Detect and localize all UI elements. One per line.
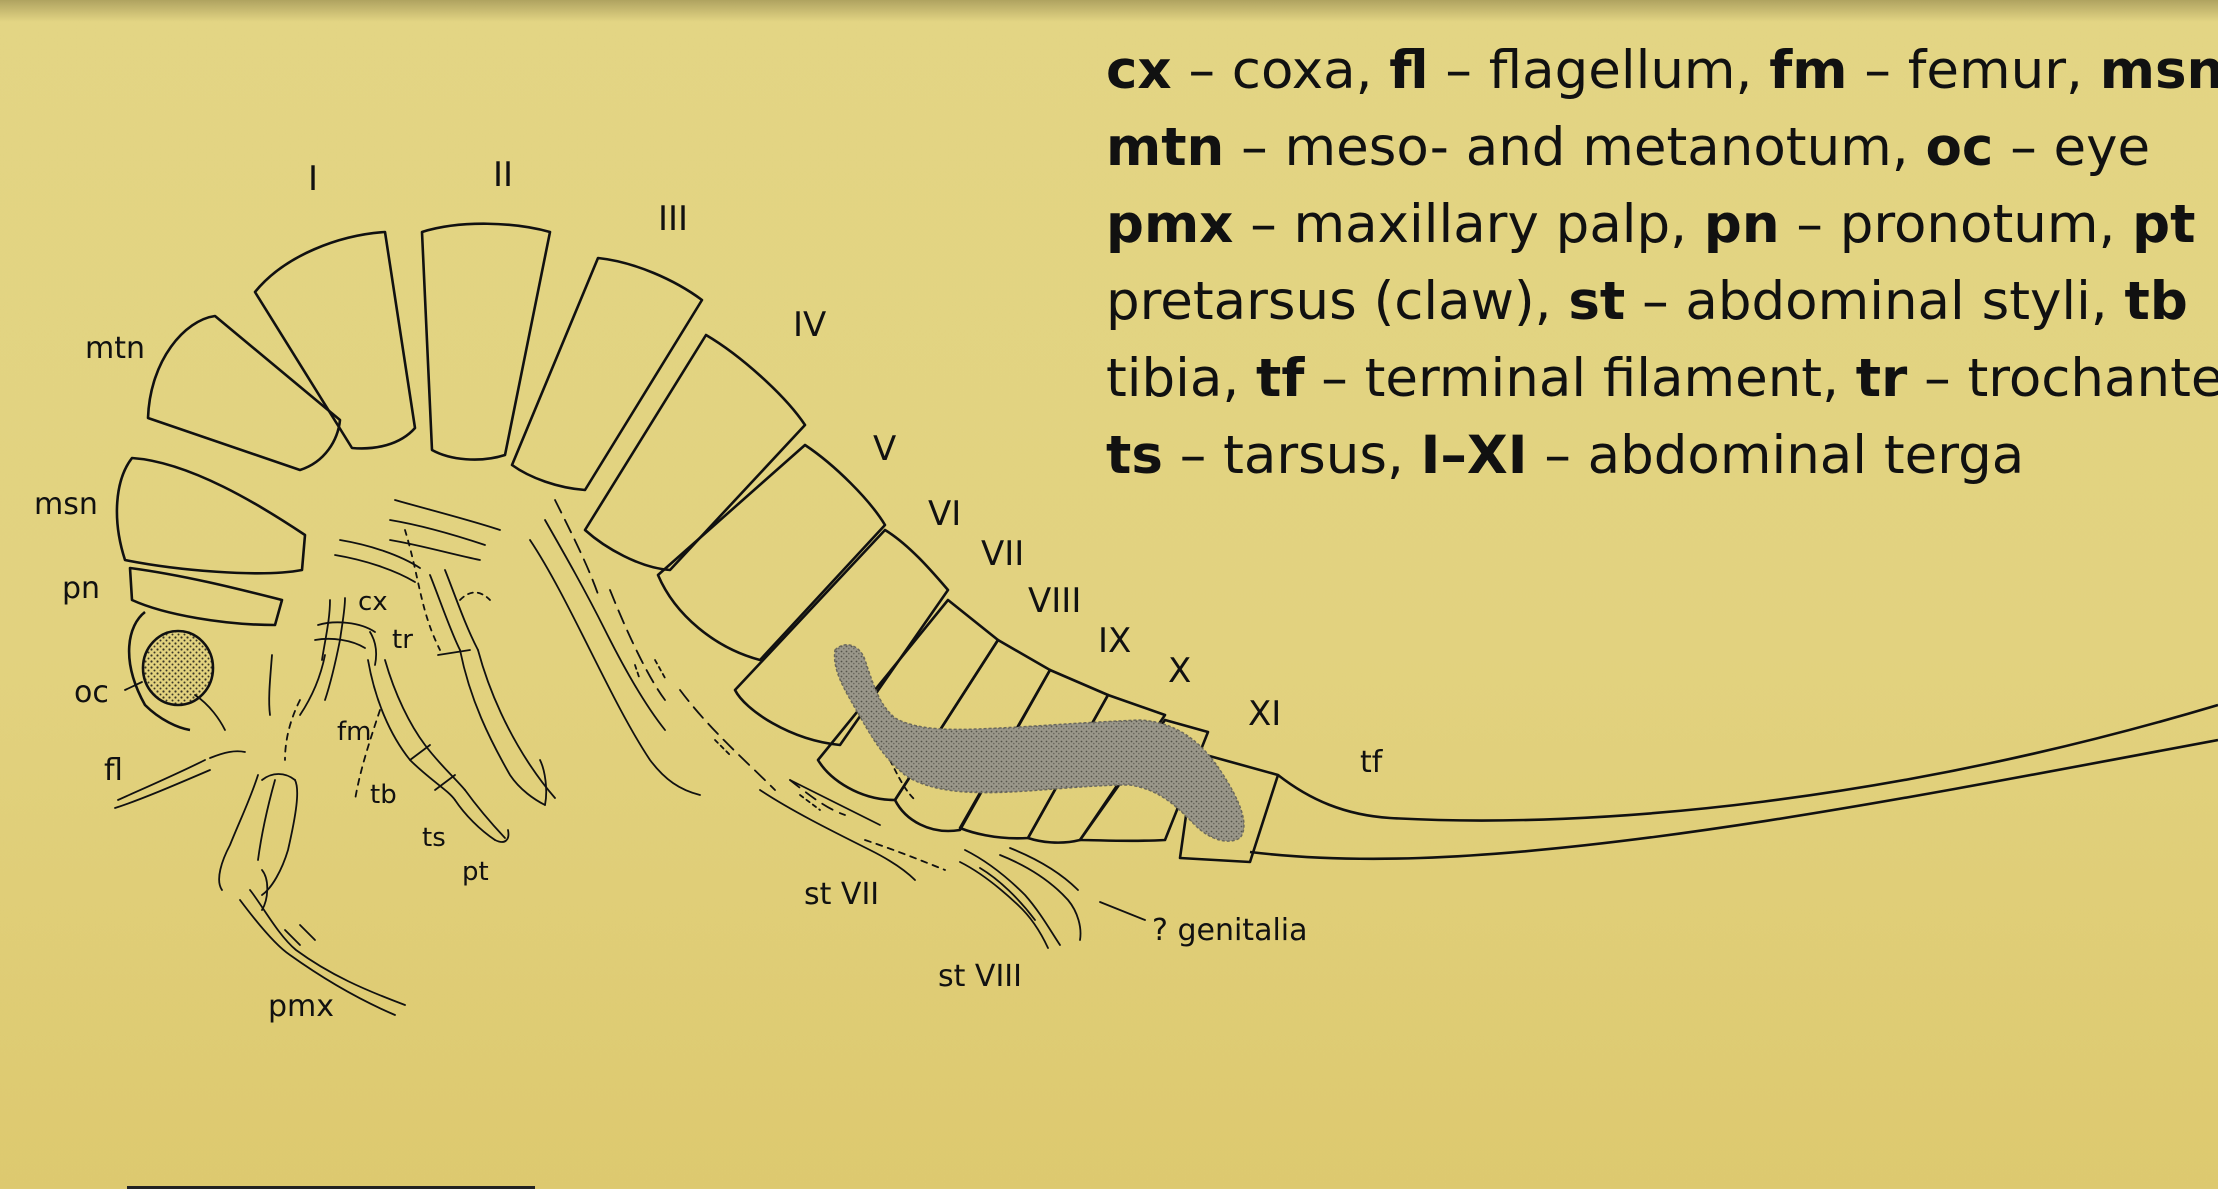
legend-term: pn <box>1704 194 1780 255</box>
label-tergum-III: III <box>658 199 688 239</box>
legend-line: cx – coxa, fl – flagellum, fm – femur, m… <box>1106 32 2218 109</box>
legend-definition: – coxa, <box>1172 40 1390 101</box>
legend-definition: – flagellum, <box>1429 40 1770 101</box>
legend-term: pmx <box>1106 194 1233 255</box>
label-st-vii: st VII <box>804 877 879 912</box>
legend-definition: – femur, <box>1848 40 2100 101</box>
legend-term: ts <box>1106 425 1163 486</box>
legend-term: I–XI <box>1421 425 1528 486</box>
legend-term: tr <box>1856 348 1907 409</box>
legend-definition: – maxillary palp, <box>1233 194 1704 255</box>
legend-definition: – trochanter <box>1907 348 2218 409</box>
legend-term: tf <box>1256 348 1304 409</box>
legend-definition: – pronotum, <box>1780 194 2133 255</box>
tergum-plate-V <box>658 445 885 660</box>
legend-term: st <box>1568 271 1625 332</box>
legend-definition: – tarsus, <box>1163 425 1421 486</box>
label-genitalia: ? genitalia <box>1152 913 1308 948</box>
tergum-plate-II <box>422 224 550 460</box>
label-oc: oc <box>74 675 109 710</box>
label-pt: pt <box>462 857 489 887</box>
tergum-plate-III <box>512 258 702 490</box>
legend-term: msn <box>2100 40 2218 101</box>
legend-term: cx <box>1106 40 1172 101</box>
label-st-viii: st VIII <box>938 959 1022 994</box>
legend-definition: – abdominal terga <box>1527 425 2024 486</box>
terminal-filament <box>1278 705 2218 821</box>
label-tergum-VI: VI <box>928 494 961 534</box>
label-tergum-X: X <box>1168 651 1191 691</box>
label-tr: tr <box>392 625 413 655</box>
tergum-plate-IV <box>585 335 805 570</box>
legend-definition: – abdominal styli, <box>1625 271 2124 332</box>
label-tergum-I: I <box>308 159 318 199</box>
label-tergum-VII: VII <box>981 534 1024 574</box>
legend-line: tibia, tf – terminal filament, tr – troc… <box>1106 340 2218 417</box>
legend-definition: – meso- and metanotum, <box>1224 117 1925 178</box>
legend-definition: – eye <box>1993 117 2150 178</box>
antenna <box>118 760 205 800</box>
label-mtn: mtn <box>85 331 145 366</box>
legend-term: pt <box>2132 194 2195 255</box>
legend-definition: pretarsus (claw), <box>1106 271 1568 332</box>
label-tergum-XI: XI <box>1248 694 1281 734</box>
label-tergum-IX: IX <box>1098 621 1131 661</box>
eye <box>143 631 213 705</box>
label-pn: pn <box>62 571 100 606</box>
legend-term: fl <box>1389 40 1428 101</box>
label-fm: fm <box>337 717 371 747</box>
maxillary-palp <box>219 775 258 890</box>
abbreviation-legend: cx – coxa, fl – flagellum, fm – femur, m… <box>1106 32 2218 494</box>
legend-term: tb <box>2125 271 2188 332</box>
legend-line: ts – tarsus, I–XI – abdominal terga <box>1106 417 2218 494</box>
legend-term: fm <box>1769 40 1847 101</box>
legend-definition: – terminal filament, <box>1304 348 1855 409</box>
msn-plate <box>117 458 305 573</box>
label-tb: tb <box>370 780 397 810</box>
legend-definition: tibia, <box>1106 348 1256 409</box>
label-cx: cx <box>358 587 388 617</box>
legend-term: oc <box>1926 117 1994 178</box>
legend-line: mtn – meso- and metanotum, oc – eye <box>1106 109 2218 186</box>
label-tergum-V: V <box>873 429 896 469</box>
label-msn: msn <box>34 487 98 522</box>
label-ts: ts <box>422 823 446 853</box>
label-tergum-II: II <box>493 155 513 195</box>
legend-term: mtn <box>1106 117 1224 178</box>
tergum-mtn-plate <box>148 316 340 470</box>
label-pmx: pmx <box>268 989 334 1024</box>
label-tergum-VIII: VIII <box>1028 581 1081 621</box>
legend-line: pretarsus (claw), st – abdominal styli, … <box>1106 263 2218 340</box>
legend-line: pmx – maxillary palp, pn – pronotum, pt <box>1106 186 2218 263</box>
pn-plate <box>130 568 282 625</box>
label-fl: fl <box>104 753 123 788</box>
label-tf: tf <box>1360 745 1384 780</box>
label-tergum-IV: IV <box>793 305 826 345</box>
